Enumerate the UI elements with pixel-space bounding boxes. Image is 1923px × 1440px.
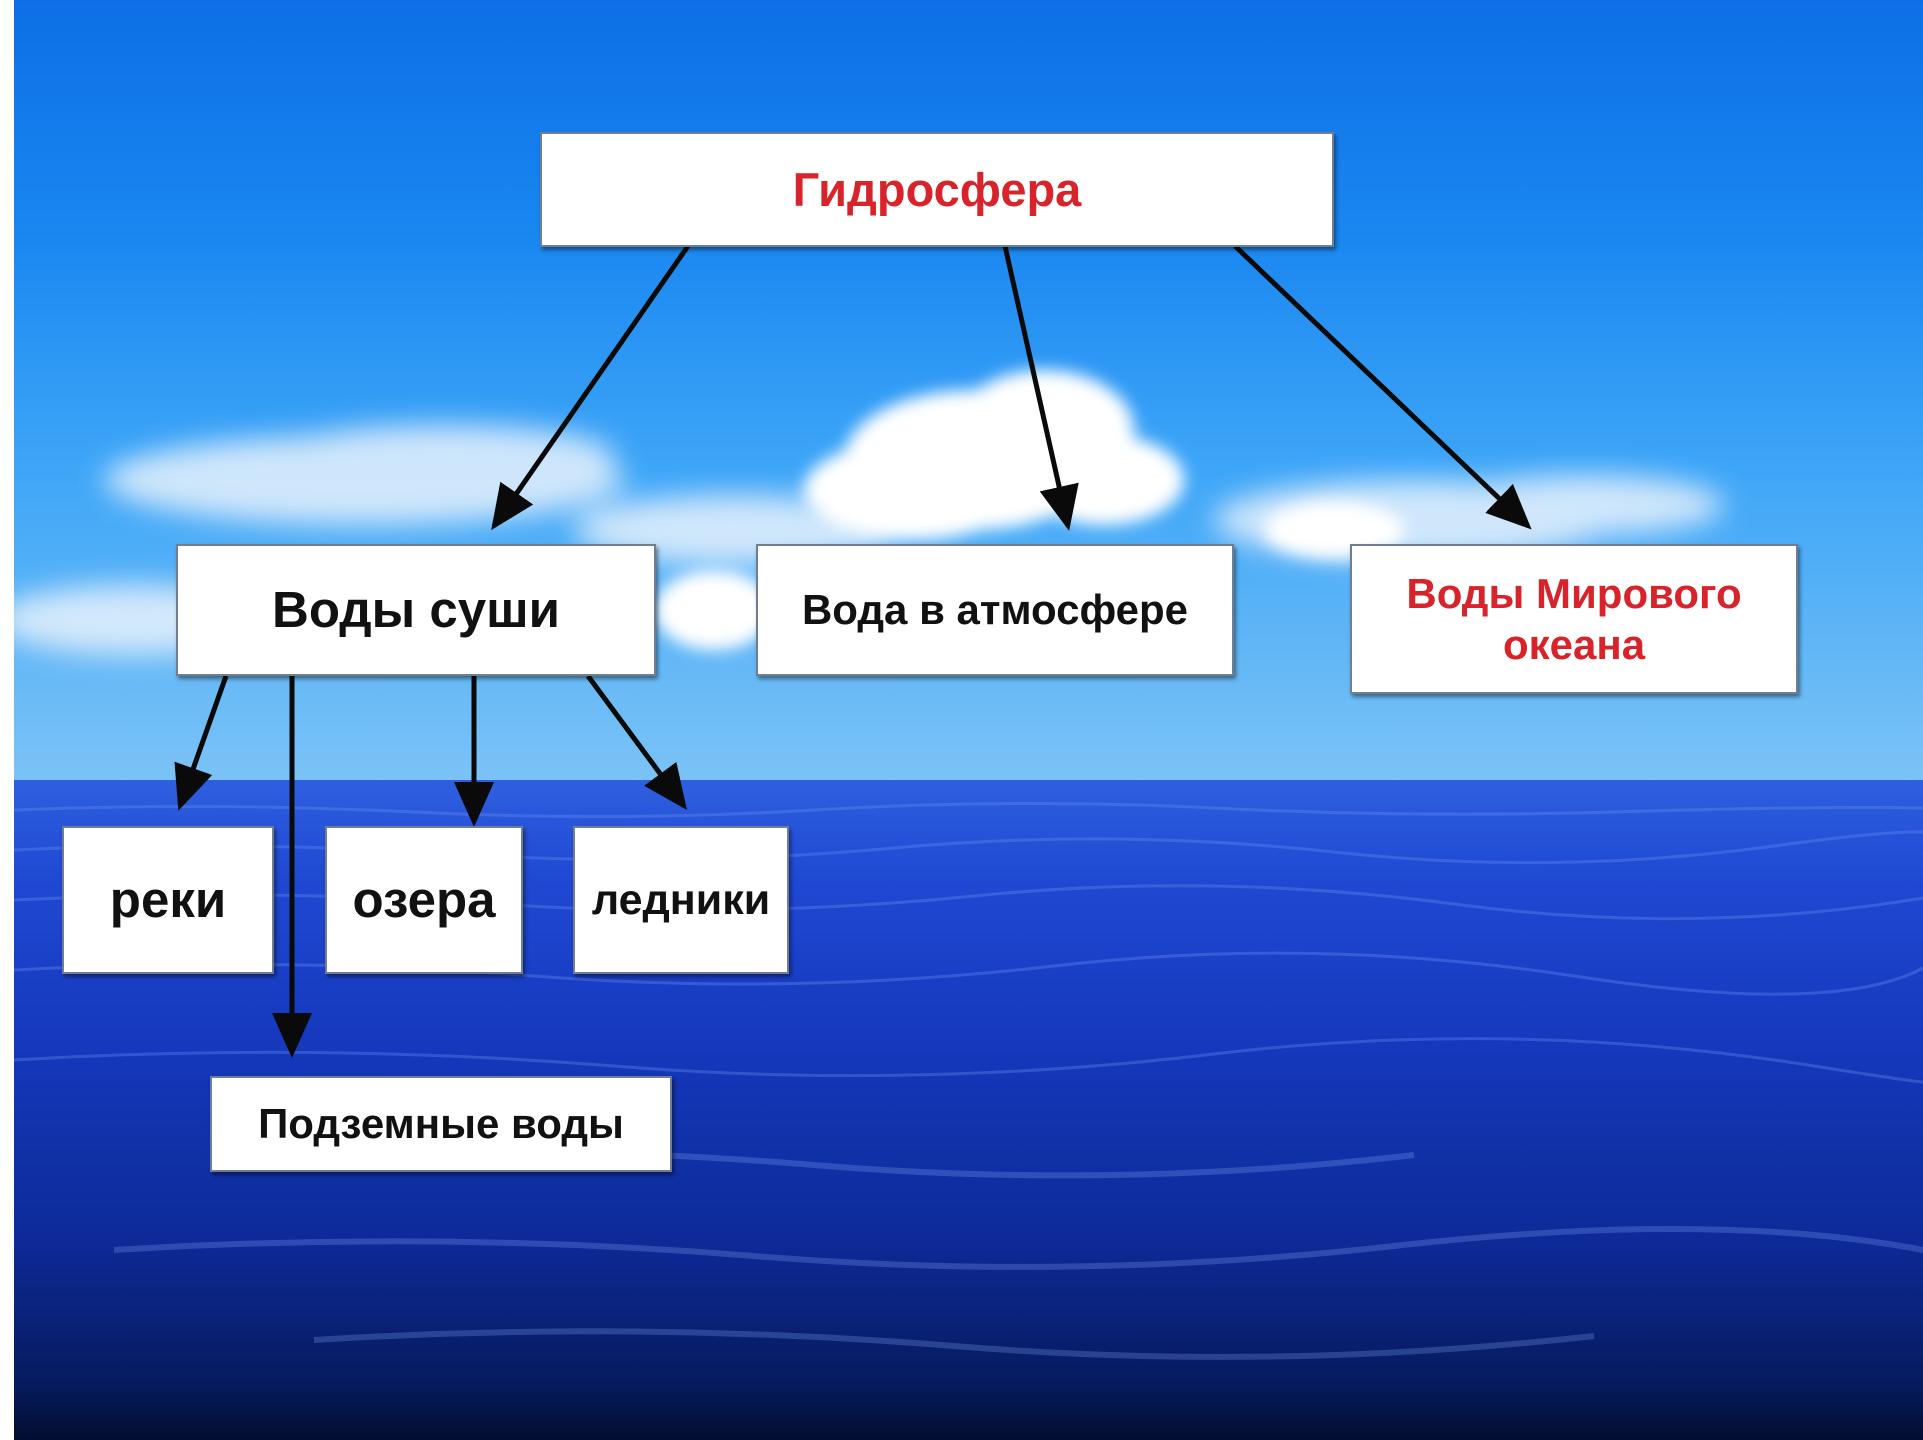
root-node-hydrosphere: Гидросфера: [540, 132, 1334, 247]
node-rivers: реки: [62, 826, 274, 974]
sea-waves: [14, 801, 1923, 1360]
node-world-ocean-label: Воды Мирового океана: [1406, 569, 1742, 668]
arrow-root-to-atmosphere: [1002, 245, 1079, 531]
node-land-waters-label: Воды суши: [272, 580, 560, 638]
node-groundwater: Подземные воды: [210, 1076, 672, 1172]
node-glaciers: ледники: [573, 826, 789, 974]
node-atmosphere-water: Вода в атмосфере: [756, 544, 1234, 676]
node-lakes: озера: [325, 826, 523, 974]
node-land-waters: Воды суши: [176, 544, 656, 676]
arrow-land-to-glaciers: [585, 674, 687, 811]
node-atmosphere-water-label: Вода в атмосфере: [801, 586, 1189, 634]
arrow-root-to-land-waters: [491, 244, 691, 531]
node-lakes-label: озера: [352, 870, 496, 928]
node-world-ocean: Воды Мирового океана: [1350, 544, 1798, 694]
arrow-root-to-ocean: [1233, 244, 1532, 530]
arrow-land-to-rivers: [174, 675, 229, 811]
node-groundwater-label: Подземные воды: [258, 1100, 624, 1148]
root-node-label: Гидросфера: [792, 162, 1082, 216]
node-glaciers-label: ледники: [591, 875, 771, 924]
node-rivers-label: реки: [109, 870, 227, 928]
